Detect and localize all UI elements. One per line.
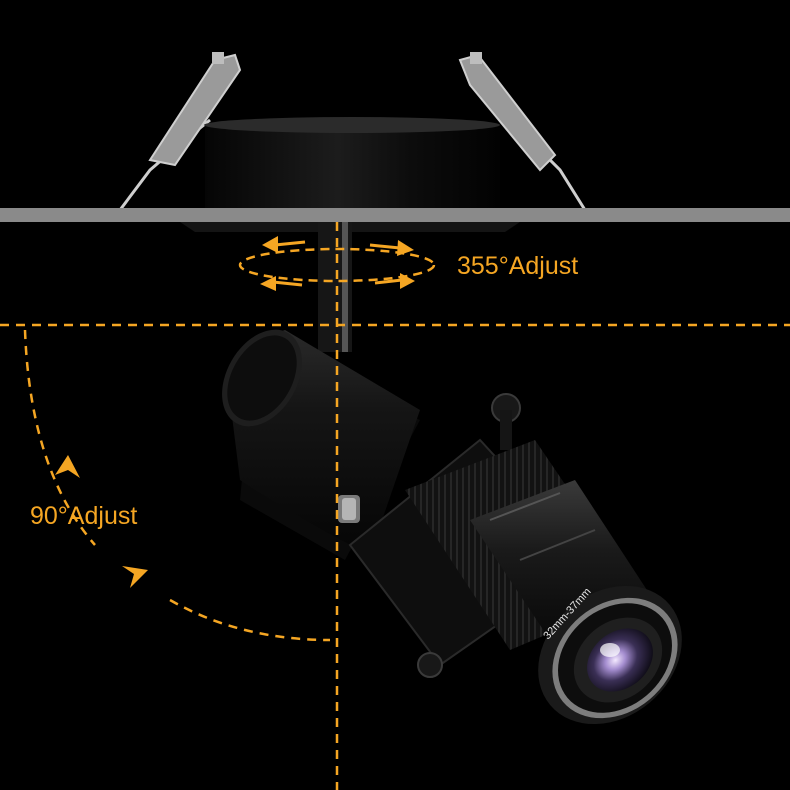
zoom-lens — [405, 440, 682, 725]
tilt-adjust-label: 90°Adjust — [30, 502, 138, 530]
rotation-adjust-label: 355°Adjust — [457, 252, 579, 280]
ceiling-plane — [0, 208, 790, 222]
spring-clip-left — [118, 52, 242, 211]
rotation-arrows-icon — [238, 236, 436, 291]
tilt-arrows-icon — [55, 455, 148, 588]
spring-clip-right — [458, 52, 587, 211]
guide-lines — [0, 222, 790, 790]
housing-cup — [204, 117, 500, 215]
projector-body — [222, 329, 420, 560]
